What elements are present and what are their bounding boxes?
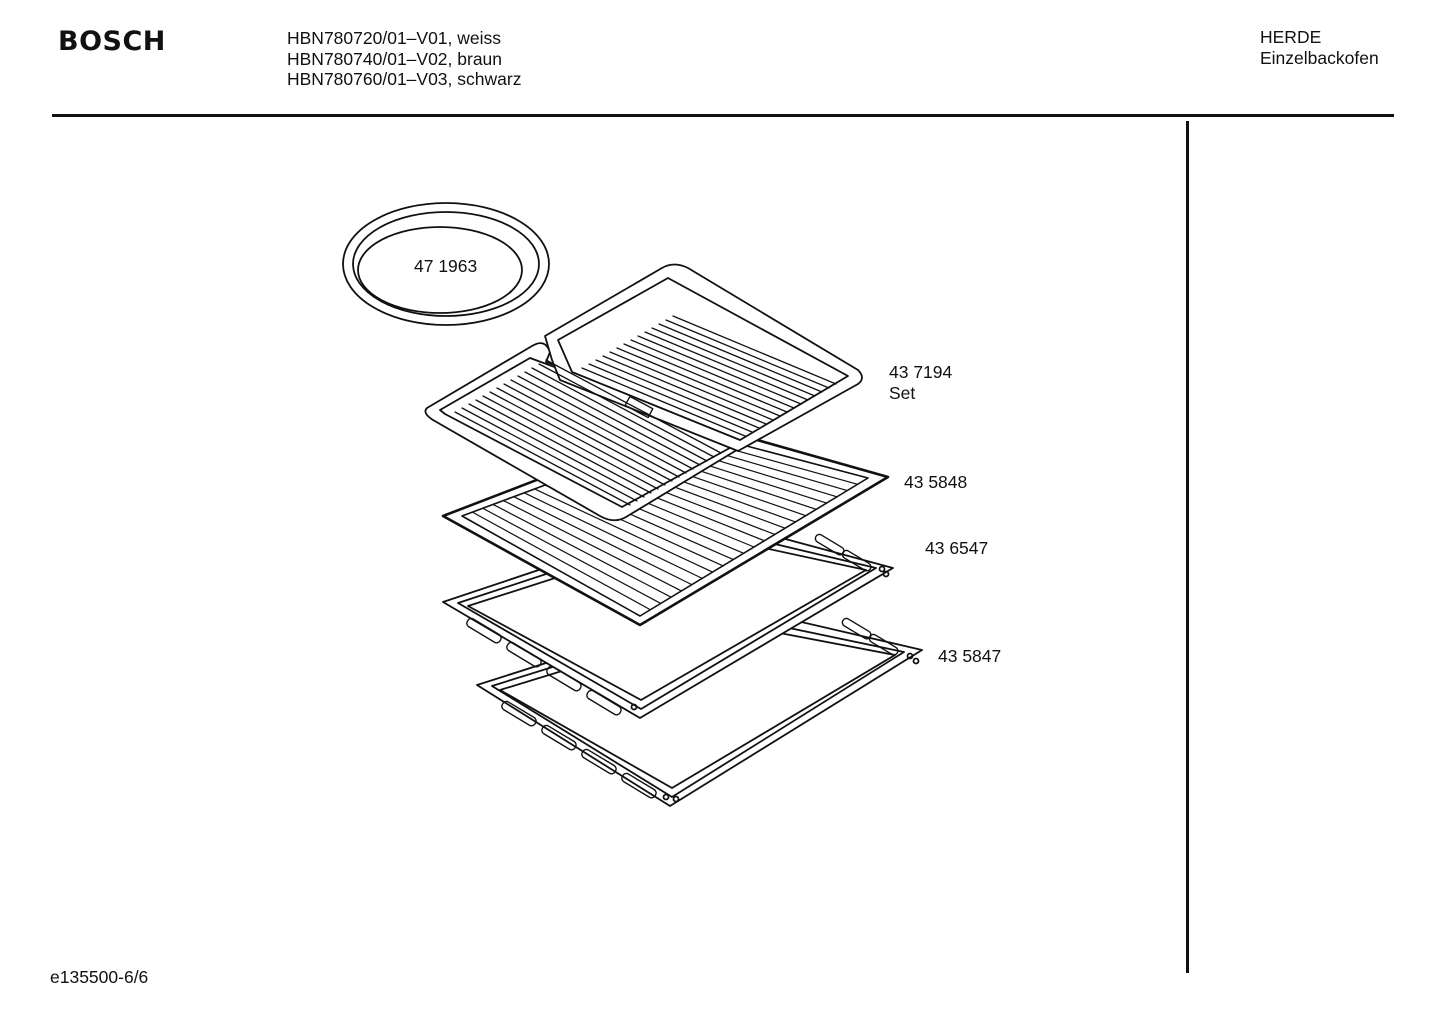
insert-ridge: [524, 371, 701, 466]
insert-ridge: [510, 379, 687, 474]
part-number-label: 43 5848: [904, 472, 968, 492]
insert-ridge: [637, 335, 802, 405]
part-number-label: 47 1963: [414, 256, 478, 276]
product-category: HERDE Einzelbackofen: [1260, 27, 1379, 68]
insert-ridge: [489, 391, 666, 486]
rack-wire: [513, 496, 693, 586]
insert-ridge: [644, 331, 809, 401]
insert-ridge: [665, 319, 830, 389]
category-label: HERDE: [1260, 27, 1322, 47]
pizza-pan-part: [342, 202, 550, 326]
insert-ridge: [595, 359, 760, 429]
insert-ridge: [503, 383, 680, 478]
insert-ridge: [651, 327, 816, 397]
rack-wire: [471, 511, 651, 611]
insert-ridge: [616, 347, 781, 417]
insert-ridge: [630, 339, 795, 409]
header-divider: [52, 114, 1394, 117]
part-note: Set: [889, 383, 916, 403]
insert-ridge: [545, 359, 722, 454]
brand-logo: BOSCH: [58, 26, 166, 57]
part-number-label: 43 6547: [925, 538, 989, 558]
insert-ridge: [588, 363, 753, 433]
model-line: HBN780740/01–V02, braun: [287, 48, 503, 69]
rack-wire: [492, 503, 672, 598]
insert-ridge: [623, 343, 788, 413]
insert-ridge: [482, 395, 659, 490]
insert-ridge: [454, 411, 631, 506]
part-number: 43 7194: [889, 362, 953, 382]
insert-ridge: [468, 403, 645, 498]
insert-ridge: [609, 351, 774, 421]
document-code: e135500-6/6: [50, 967, 149, 987]
model-list: HBN780720/01–V01, weiss HBN780740/01–V02…: [287, 28, 521, 90]
subcategory-label: Einzelbackofen: [1260, 47, 1379, 68]
insert-ridge: [496, 387, 673, 482]
rack-wire: [523, 492, 703, 579]
insert-ridge: [475, 399, 652, 494]
margin-divider: [1186, 121, 1189, 973]
insert-ridge: [672, 315, 837, 385]
insert-ridge: [461, 407, 638, 502]
part-number-label: 43 7194 Set: [889, 362, 952, 404]
insert-ridge: [538, 363, 715, 458]
part-number-label: 43 5847: [938, 646, 1002, 666]
insert-ridge: [581, 367, 746, 437]
rack-wire: [482, 507, 662, 605]
model-line: HBN780760/01–V03, schwarz: [287, 69, 522, 89]
insert-ridge: [517, 375, 694, 470]
model-line: HBN780720/01–V01, weiss: [287, 28, 502, 48]
insert-ridge: [602, 355, 767, 425]
rack-wire: [502, 499, 683, 592]
rack-wire: [533, 488, 714, 573]
insert-ridge: [658, 323, 823, 393]
insert-ridge: [531, 367, 708, 462]
grill-insert-set-part: [424, 263, 863, 522]
